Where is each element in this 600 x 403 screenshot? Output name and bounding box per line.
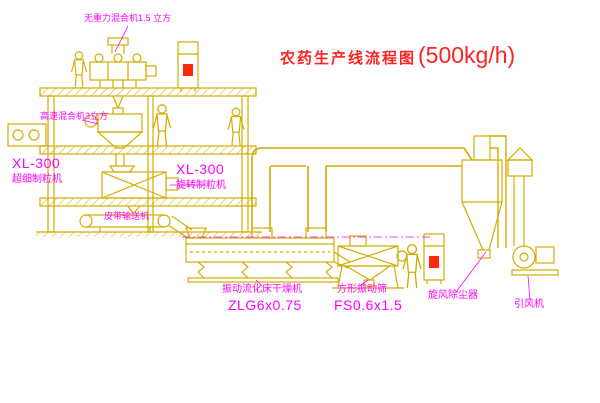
label-fan: 引风机: [514, 299, 544, 310]
exhaust-duct-icon: [251, 147, 473, 232]
label-belt-conveyor: 皮带输送机: [104, 211, 150, 221]
label-high-speed-mixer: 高速混合机3立方: [40, 111, 109, 121]
label-granulator-mid-model: XL-300: [176, 161, 225, 177]
cyclone-outlet-pipe-icon: [490, 135, 507, 248]
label-granulator-left-name: 超细制粒机: [12, 174, 62, 185]
exhaust-stack-icon: [506, 147, 534, 246]
label-gravity-free-mixer: 无重力混合机1.5 立方: [84, 13, 172, 23]
label-cyclone: 旋风除尘器: [428, 290, 478, 301]
control-cabinet-icon: [423, 233, 445, 285]
diagram-title-text: 农药生产线流程图: [280, 50, 417, 67]
induced-draft-fan-icon: [511, 245, 559, 276]
annotation-leader-lines: [81, 25, 531, 301]
label-granulator-left-model: XL-300: [12, 155, 61, 171]
label-dryer-name: 振动流化床干燥机: [222, 284, 302, 295]
control-cabinet-icon: [177, 41, 199, 93]
label-dryer-model: ZLG6x0.75: [228, 297, 302, 313]
label-sieve-model: FS0.6x1.5: [334, 297, 403, 313]
gravity-free-mixer-icon: [89, 37, 157, 109]
diagram-capacity: (500kg/h): [418, 42, 516, 68]
rotary-granulator-icon: [101, 165, 179, 215]
vibrating-fluid-bed-dryer-icon: [185, 227, 351, 283]
diagram-title: 农药生产线流程图 (500kg/h): [280, 42, 515, 69]
belt-conveyor-icon: [79, 214, 193, 239]
label-sieve-name: 方形振动筛: [337, 284, 387, 295]
label-granulator-mid-name: 旋转制粒机: [176, 180, 226, 191]
auxiliary-machine-icon: [7, 123, 47, 147]
square-vibrating-sieve-icon: [332, 235, 408, 289]
